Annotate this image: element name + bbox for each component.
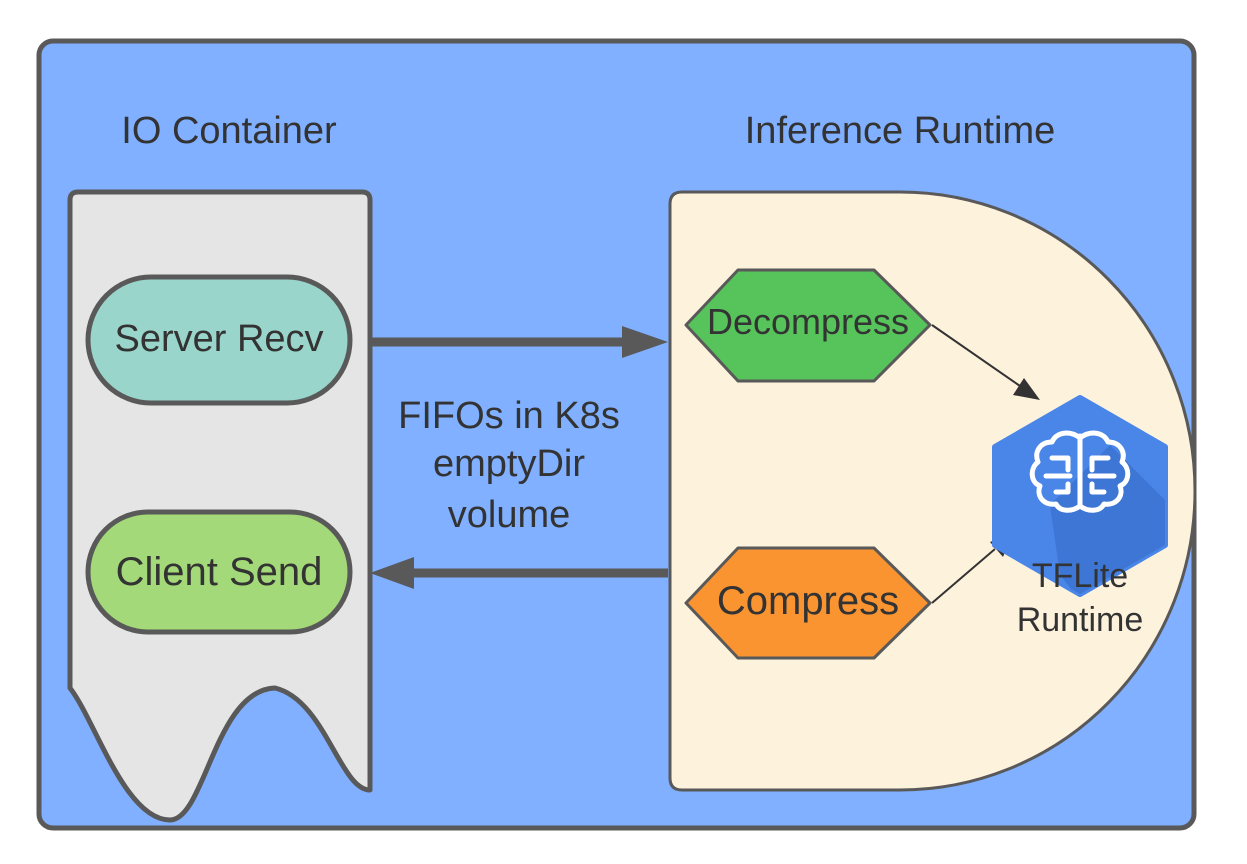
fifo-label-line3: volume [448, 494, 571, 536]
arrow-decompress-to-tflite-head [1013, 378, 1040, 400]
tflite-label-line1: TFLite [1032, 557, 1128, 595]
server-recv-node [85, 274, 353, 406]
io-container-title: IO Container [121, 110, 337, 152]
compress-node [684, 546, 932, 660]
arrow-decompress-to-tflite [931, 324, 1021, 387]
decompress-node [684, 268, 932, 383]
compress-label: Compress [717, 579, 899, 623]
server-recv-label: Server Recv [114, 318, 323, 360]
decompress-label: Decompress [707, 301, 909, 342]
client-send-label: Client Send [116, 550, 323, 594]
client-send-node [85, 509, 353, 635]
fifo-label-line1: FIFOs in K8s [398, 395, 620, 437]
arrow-compress-to-tflite [931, 548, 996, 604]
tflite-label-line2: Runtime [1017, 601, 1144, 639]
brain-chip-icon [992, 395, 1168, 597]
inference-runtime-title: Inference Runtime [745, 110, 1056, 152]
arrow-runtime-to-client-head [370, 557, 414, 589]
arrow-server-to-runtime-head [622, 326, 668, 358]
fifo-label-line2: emptyDir [433, 443, 585, 485]
